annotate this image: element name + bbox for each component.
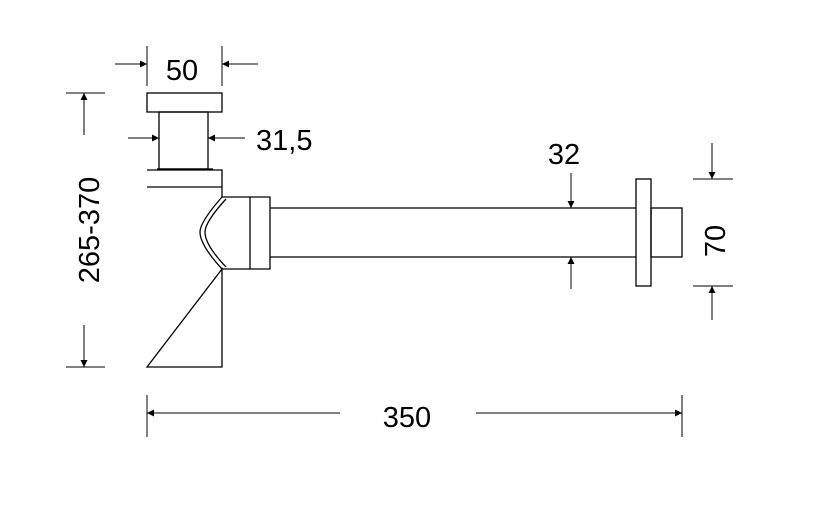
top-cap xyxy=(146,92,223,113)
elbow xyxy=(222,196,271,270)
flange-height-label: 70 xyxy=(700,225,732,257)
dimension-total-length: 350 xyxy=(146,395,683,437)
total-length-label: 350 xyxy=(383,402,431,434)
bottle-body xyxy=(145,169,223,368)
elbow-curve-outer xyxy=(199,196,223,270)
pipe-diameter-label: 32 xyxy=(548,139,580,171)
dimension-cap-width: 50 xyxy=(115,46,258,87)
dimension-stem-diameter: 31,5 xyxy=(128,125,312,157)
dimension-height: 265-370 xyxy=(66,92,106,368)
horizontal-pipe xyxy=(270,207,636,258)
dimension-pipe-diameter: 32 xyxy=(548,139,580,289)
trap-body xyxy=(145,92,683,368)
stem-diameter-label: 31,5 xyxy=(256,125,312,157)
height-range-label: 265-370 xyxy=(74,177,106,283)
elbow-curve-inner xyxy=(204,198,227,268)
cap-width-label: 50 xyxy=(166,55,198,87)
wall-stub xyxy=(650,207,683,258)
wall-flange xyxy=(635,178,652,287)
stem xyxy=(158,111,209,170)
dimension-flange-height: 70 xyxy=(693,143,733,320)
